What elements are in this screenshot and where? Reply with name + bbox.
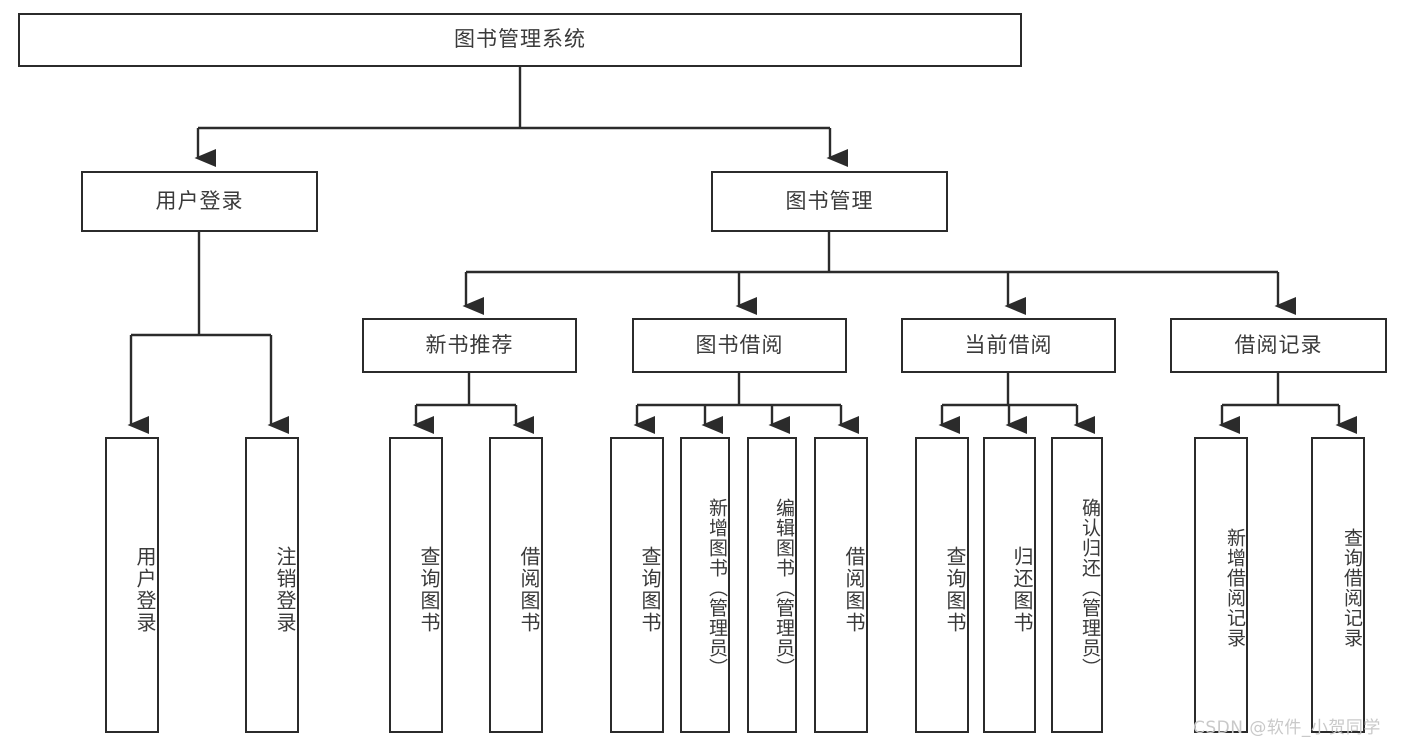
node-book-management[interactable]: 图书管理	[711, 171, 948, 232]
node-current-borrow[interactable]: 当前借阅	[901, 318, 1116, 373]
leaf-query-book-current[interactable]: 查询图书	[915, 437, 969, 733]
leaf-confirm-return-admin[interactable]: 确认归还（管理员）	[1051, 437, 1103, 733]
leaf-query-book-borrow[interactable]: 查询图书	[610, 437, 664, 733]
leaf-add-borrow-record[interactable]: 新增借阅记录	[1194, 437, 1248, 733]
leaf-logout-login[interactable]: 注销登录	[245, 437, 299, 733]
node-user-login[interactable]: 用户登录	[81, 171, 318, 232]
node-borrow-record[interactable]: 借阅记录	[1170, 318, 1387, 373]
node-new-book-recommend[interactable]: 新书推荐	[362, 318, 577, 373]
leaf-borrow-book-action[interactable]: 借阅图书	[814, 437, 868, 733]
leaf-borrow-book-recommend[interactable]: 借阅图书	[489, 437, 543, 733]
node-book-borrow[interactable]: 图书借阅	[632, 318, 847, 373]
node-root-system[interactable]: 图书管理系统	[18, 13, 1022, 67]
leaf-edit-book-admin[interactable]: 编辑图书（管理员）	[747, 437, 797, 733]
leaf-query-borrow-record[interactable]: 查询借阅记录	[1311, 437, 1365, 733]
leaf-add-book-admin[interactable]: 新增图书（管理员）	[680, 437, 730, 733]
leaf-return-book[interactable]: 归还图书	[983, 437, 1036, 733]
leaf-user-login[interactable]: 用户登录	[105, 437, 159, 733]
leaf-query-book-recommend[interactable]: 查询图书	[389, 437, 443, 733]
